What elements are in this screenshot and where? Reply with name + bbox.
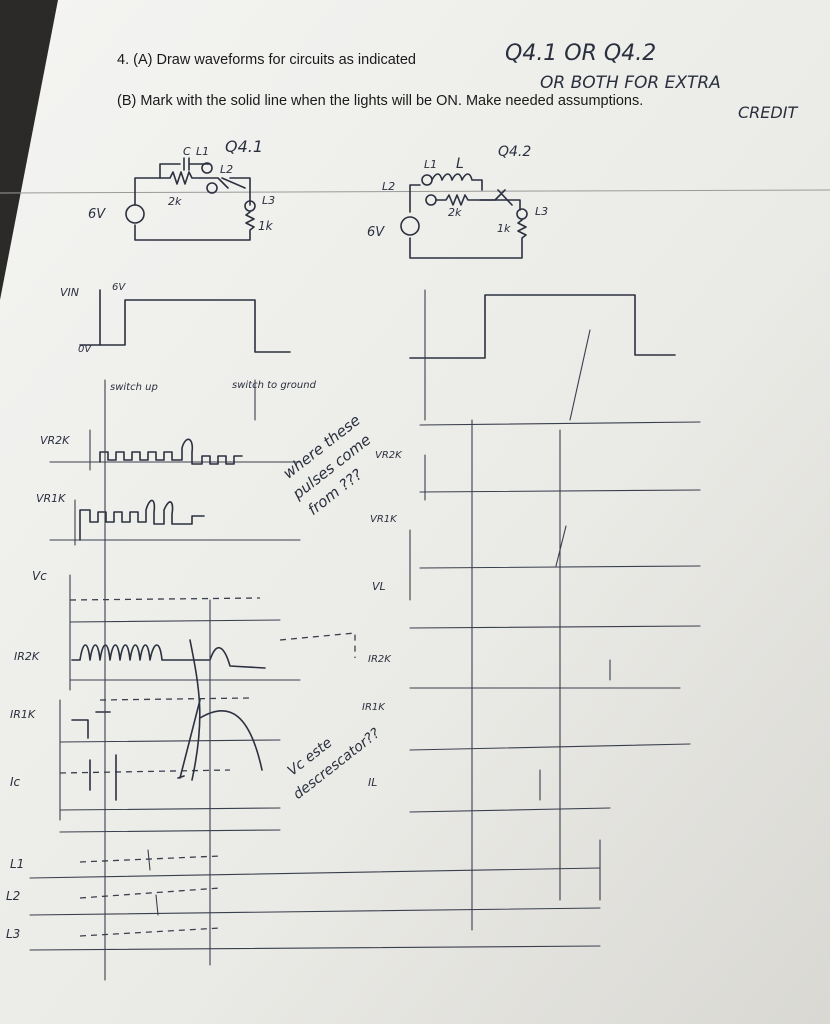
vc-dashed xyxy=(69,597,261,601)
right-waveforms xyxy=(409,289,701,931)
ir2k-scribble xyxy=(71,644,266,669)
vr1k-pulses xyxy=(79,499,205,541)
vr2k-pulses xyxy=(99,438,243,465)
vin-square-wave xyxy=(99,299,291,353)
question-part-a: 4. (A) Draw waveforms for circuits as in… xyxy=(117,52,416,68)
vin-square-wave-right xyxy=(409,294,676,359)
circuit-q41 xyxy=(125,157,256,241)
left-waveforms xyxy=(29,289,601,981)
circuit-q42 xyxy=(400,173,528,259)
question-part-b: (B) Mark with the solid line when the li… xyxy=(117,93,644,109)
